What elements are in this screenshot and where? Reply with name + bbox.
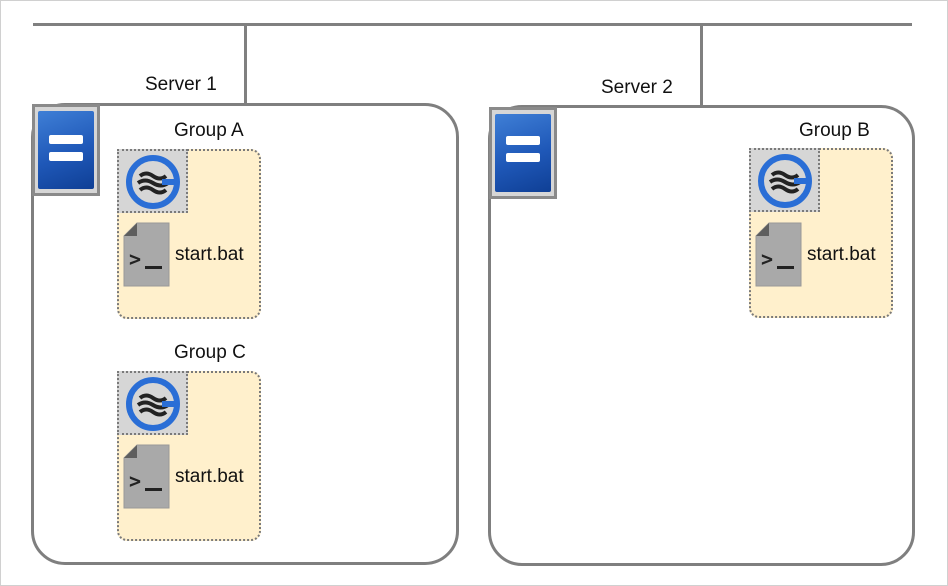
- group-b-script-name: start.bat: [807, 244, 876, 265]
- server-2-label: Server 2: [601, 77, 673, 98]
- group-resource-icon: [749, 148, 820, 212]
- group-c-script-name: start.bat: [175, 466, 244, 487]
- network-bus-line: [33, 23, 912, 26]
- svg-text:>: >: [129, 247, 141, 271]
- server-icon: [32, 104, 100, 196]
- script-file-icon: >: [123, 444, 170, 509]
- server-1-link-line: [244, 25, 247, 104]
- group-c-label: Group C: [174, 342, 246, 363]
- group-b-label: Group B: [799, 120, 870, 141]
- script-file-icon: >: [123, 222, 170, 287]
- script-file-icon: >: [755, 222, 802, 287]
- group-a-script-name: start.bat: [175, 244, 244, 265]
- group-resource-icon: [117, 371, 188, 435]
- group-a-label: Group A: [174, 120, 244, 141]
- server-icon: [489, 107, 557, 199]
- svg-text:>: >: [761, 247, 773, 271]
- svg-text:>: >: [129, 469, 141, 493]
- server-1-label: Server 1: [145, 74, 217, 95]
- group-resource-icon: [117, 149, 188, 213]
- server-2-link-line: [700, 25, 703, 106]
